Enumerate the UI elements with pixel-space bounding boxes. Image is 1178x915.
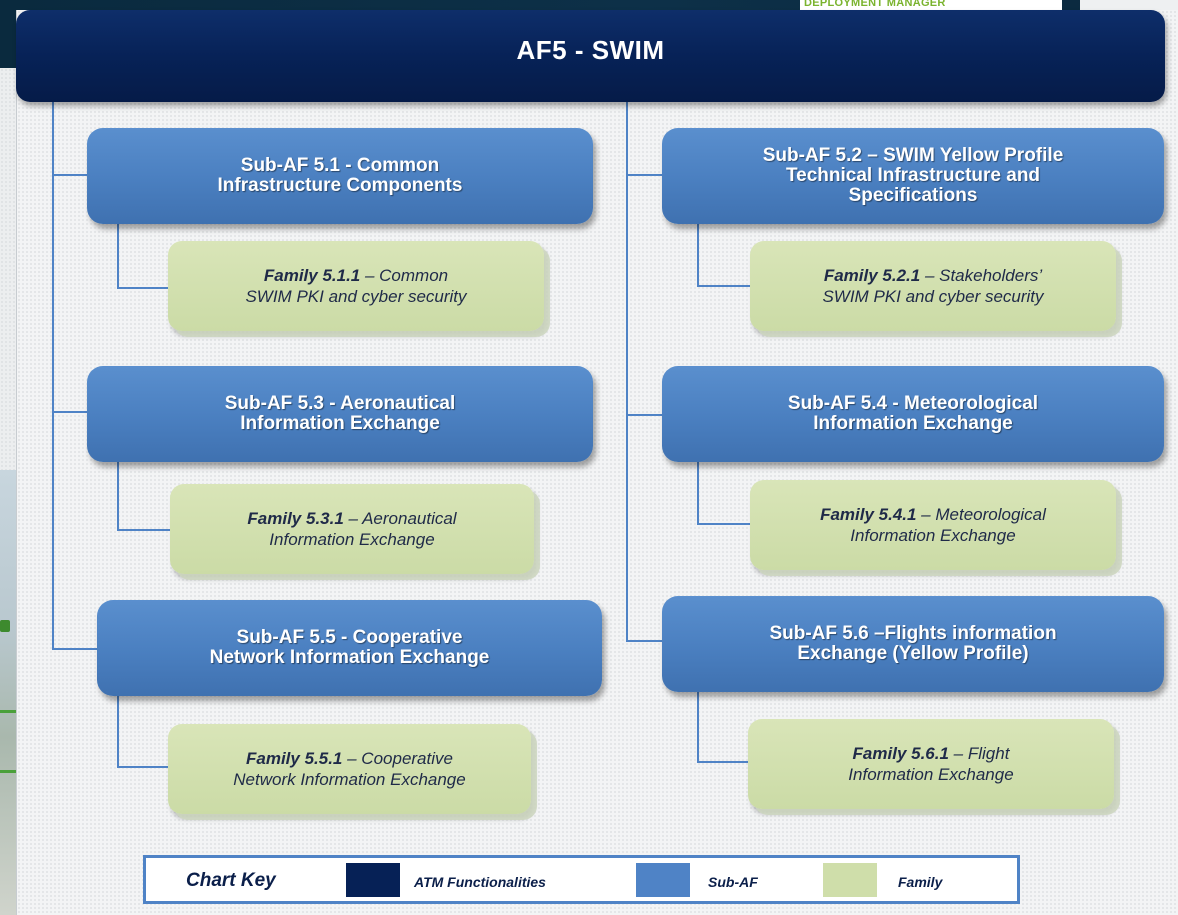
family-id: Family 5.4.1 xyxy=(820,505,917,524)
chart-key-label: Family xyxy=(898,874,943,890)
background-photo-strip xyxy=(0,470,16,915)
family-id: Family 5.1.1 xyxy=(263,266,361,285)
logo-text: DEPLOYMENT MANAGER xyxy=(804,0,946,9)
family-5-4-1-box: Family 5.4.1 – Meteorological Informatio… xyxy=(750,480,1116,570)
sub-af-label: Sub-AF 5.4 - Meteorological Information … xyxy=(787,393,1039,434)
family-5-2-1-box: Family 5.2.1 – Stakeholders’ SWIM PKI an… xyxy=(750,241,1116,331)
sub-af-label: Sub-AF 5.5 - Cooperative Network Informa… xyxy=(209,627,490,668)
family-id: Family 5.5.1 xyxy=(246,749,343,768)
connector xyxy=(117,695,119,767)
connector-right-trunk xyxy=(626,100,628,642)
family-text: Family 5.5.1 – Cooperative Network Infor… xyxy=(233,748,465,790)
family-text: Family 5.2.1 – Stakeholders’ SWIM PKI an… xyxy=(822,265,1043,307)
photo-detail xyxy=(0,710,16,713)
diagram-title: AF5 - SWIM xyxy=(516,34,665,65)
photo-detail xyxy=(0,770,16,773)
family-separator: – xyxy=(360,266,380,285)
connector xyxy=(52,174,88,176)
connector xyxy=(117,529,171,531)
sub-af-5-2-box: Sub-AF 5.2 – SWIM Yellow Profile Technic… xyxy=(662,128,1164,224)
family-separator: – xyxy=(916,505,936,524)
family-5-5-1-box: Family 5.5.1 – Cooperative Network Infor… xyxy=(168,724,531,814)
family-name: Aeronautical Information Exchange xyxy=(269,509,457,549)
family-name: Flight Information Exchange xyxy=(848,744,1014,784)
family-text: Family 5.3.1 – Aeronautical Information … xyxy=(247,508,456,550)
family-id: Family 5.6.1 xyxy=(852,744,949,763)
connector xyxy=(52,411,88,413)
connector xyxy=(626,414,662,416)
chart-key: Chart Key ATM Functionalities Sub-AF Fam… xyxy=(143,855,1020,904)
family-5-6-1-box: Family 5.6.1 – Flight Information Exchan… xyxy=(748,719,1114,809)
swatch-sub-af xyxy=(636,863,690,897)
connector xyxy=(52,648,98,650)
family-separator: – xyxy=(342,749,362,768)
family-text: Family 5.6.1 – Flight Information Exchan… xyxy=(848,743,1013,785)
sub-af-5-3-box: Sub-AF 5.3 - Aeronautical Information Ex… xyxy=(87,366,593,462)
connector xyxy=(697,761,749,763)
connector xyxy=(117,287,169,289)
family-name: Stakeholders’ SWIM PKI and cyber securit… xyxy=(822,266,1044,306)
swatch-family xyxy=(823,863,877,897)
sub-af-label: Sub-AF 5.1 - Common Infrastructure Compo… xyxy=(217,155,463,196)
chart-key-label: Sub-AF xyxy=(708,874,758,890)
family-separator: – xyxy=(343,509,363,528)
sub-af-5-5-box: Sub-AF 5.5 - Cooperative Network Informa… xyxy=(97,600,602,696)
connector xyxy=(117,460,119,530)
sub-af-label: Sub-AF 5.3 - Aeronautical Information Ex… xyxy=(224,393,456,434)
connector xyxy=(626,640,662,642)
family-separator: – xyxy=(920,266,940,285)
connector xyxy=(697,460,699,524)
family-5-1-1-box: Family 5.1.1 – Common SWIM PKI and cyber… xyxy=(168,241,544,331)
sub-af-label: Sub-AF 5.6 –Flights information Exchange… xyxy=(769,623,1057,664)
family-5-3-1-box: Family 5.3.1 – Aeronautical Information … xyxy=(170,484,534,574)
connector xyxy=(626,174,662,176)
connector xyxy=(697,222,699,286)
family-name: Cooperative Network Information Exchange xyxy=(233,749,466,789)
chart-key-title: Chart Key xyxy=(186,870,276,891)
family-text: Family 5.1.1 – Common SWIM PKI and cyber… xyxy=(245,265,466,307)
family-separator: – xyxy=(948,744,968,763)
sub-af-5-1-box: Sub-AF 5.1 - Common Infrastructure Compo… xyxy=(87,128,593,224)
connector xyxy=(697,690,699,762)
sub-af-label: Sub-AF 5.2 – SWIM Yellow Profile Technic… xyxy=(762,145,1064,206)
sub-af-5-6-box: Sub-AF 5.6 –Flights information Exchange… xyxy=(662,596,1164,692)
connector-left-trunk xyxy=(52,100,54,650)
connector xyxy=(117,766,169,768)
photo-detail xyxy=(0,620,10,632)
family-id: Family 5.2.1 xyxy=(823,266,921,285)
connector xyxy=(697,523,751,525)
connector xyxy=(117,222,119,288)
connector xyxy=(697,285,751,287)
swatch-atm-functionalities xyxy=(346,863,400,897)
chart-key-label: ATM Functionalities xyxy=(414,874,546,890)
af5-title-box: AF5 - SWIM xyxy=(16,10,1165,102)
family-id: Family 5.3.1 xyxy=(247,509,344,528)
family-name: Meteorological Information Exchange xyxy=(850,505,1046,545)
sub-af-5-4-box: Sub-AF 5.4 - Meteorological Information … xyxy=(662,366,1164,462)
family-name: Common SWIM PKI and cyber security xyxy=(245,266,467,306)
family-text: Family 5.4.1 – Meteorological Informatio… xyxy=(820,504,1046,546)
